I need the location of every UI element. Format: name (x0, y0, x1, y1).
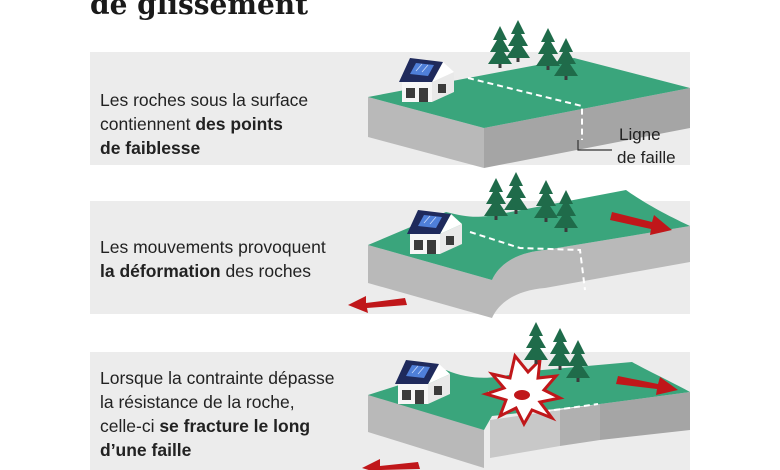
fracture-burst-icon (481, 352, 565, 428)
block-diagram-deformed (348, 172, 690, 318)
step-1-caption: Les roches sous la surface contiennent d… (100, 90, 309, 158)
fault-line-label: Ligne de faille (617, 125, 676, 167)
step-3-caption: Lorsque la contrainte dépasse la résista… (100, 368, 335, 460)
block-diagram-fractured (362, 322, 690, 470)
page-title: de glissement (90, 0, 309, 21)
step-2-caption: Les mouvements provoquent la déformation… (100, 237, 326, 281)
block-diagram-intact (368, 20, 690, 168)
